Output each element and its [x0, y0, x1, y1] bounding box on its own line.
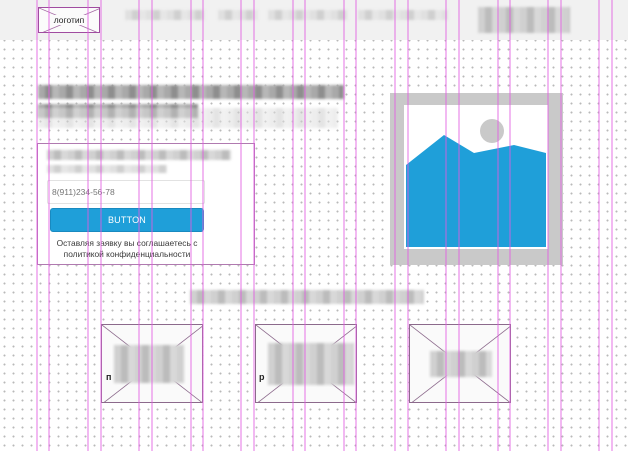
- form-heading: [47, 150, 231, 160]
- hero-headline-line-1: [38, 85, 344, 99]
- lead-form: [37, 143, 255, 265]
- feature-card-text: [430, 351, 492, 377]
- feature-card-2: р: [255, 324, 357, 403]
- feature-card-1: п: [101, 324, 203, 403]
- privacy-consent-text: Оставляя заявку вы соглашаетесь с полити…: [56, 238, 198, 259]
- hero-subline: [38, 108, 338, 128]
- hero-image-placeholder: [390, 93, 563, 265]
- feature-card-letter: п: [106, 372, 112, 382]
- feature-card-text: [268, 343, 354, 385]
- section-heading: [190, 290, 424, 304]
- nav-item-4[interactable]: [358, 10, 448, 20]
- submit-button[interactable]: BUTTON: [50, 208, 204, 232]
- nav-item-1[interactable]: [125, 10, 205, 20]
- feature-card-text: [114, 345, 184, 383]
- feature-card-3: [409, 324, 511, 403]
- feature-card-letter: р: [259, 372, 265, 382]
- image-placeholder-icon: [406, 119, 546, 247]
- nav-item-2[interactable]: [218, 10, 258, 20]
- phone-input[interactable]: [47, 180, 205, 204]
- logo-placeholder[interactable]: логотип: [38, 7, 100, 33]
- header-contact[interactable]: [478, 7, 570, 33]
- nav-item-3[interactable]: [268, 10, 348, 20]
- logo-label: логотип: [51, 15, 87, 25]
- form-subheading: [47, 165, 167, 173]
